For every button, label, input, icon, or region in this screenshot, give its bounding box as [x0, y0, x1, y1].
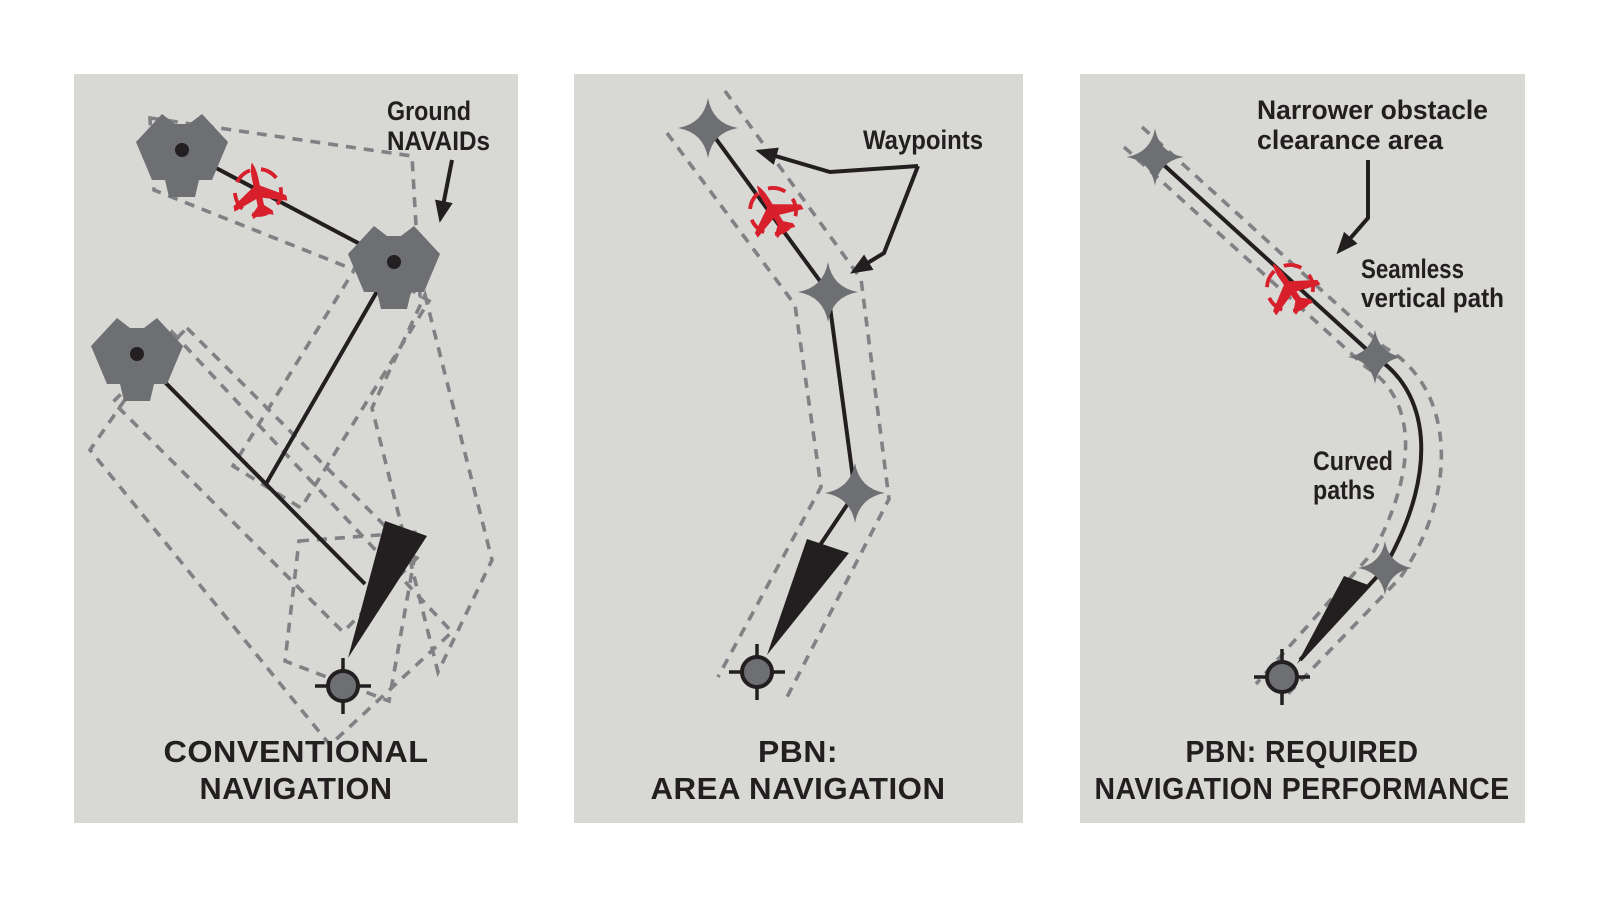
runway-wedge	[1297, 576, 1371, 664]
flight-path-line	[135, 352, 367, 586]
obstacle-clearance-area	[283, 530, 422, 704]
seamless-label-line1: Seamless	[1361, 254, 1464, 284]
title-line2: NAVIGATION PERFORMANCE	[1095, 771, 1510, 806]
corridor-dashed-line	[723, 89, 891, 700]
seamless-vertical-path-label: Seamless vertical path	[1361, 254, 1504, 313]
obstacle-clearance-area	[110, 325, 420, 635]
title-line2: AREA NAVIGATION	[651, 771, 946, 806]
ground-navaids-label-line1: Ground	[387, 96, 471, 126]
panel-background	[74, 74, 518, 823]
flight-path-line	[1153, 155, 1377, 359]
seamless-label-line2: vertical path	[1361, 283, 1504, 313]
obstacle-clearance-areas	[87, 115, 494, 748]
narrow-obstacle-clearance-corridor	[1122, 125, 1444, 700]
runway-wedge	[348, 521, 427, 658]
narrower-obstacle-label-line2: clearance area	[1257, 125, 1444, 155]
label-arrow	[1336, 160, 1370, 255]
ground-navaids-label-line2: NAVAIDs	[387, 126, 490, 156]
obstacle-clearance-area	[148, 115, 422, 299]
obstacle-clearance-corridor	[665, 89, 891, 700]
curved-label-line2: paths	[1313, 475, 1375, 505]
title-line1: PBN:	[758, 734, 838, 769]
panel-title: CONVENTIONAL NAVIGATION	[164, 734, 429, 806]
panel-conventional-navigation: Ground NAVAIDs CONVENTIONAL NAVIGATION	[74, 74, 518, 823]
corridor-dashed-line	[1140, 125, 1444, 700]
flight-path-line	[264, 261, 396, 485]
panel-pbn-area-navigation: Waypoints PBN: AREA NAVIGATION	[574, 74, 1023, 823]
title-line1: CONVENTIONAL	[164, 734, 429, 769]
label-arrow	[435, 159, 454, 223]
corridor-dashed-line	[665, 131, 823, 678]
waypoints-label-text: Waypoints	[863, 125, 983, 155]
panel-pbn-required-navigation-performance: Narrower obstacle clearance area Seamles…	[1080, 74, 1525, 823]
curved-label-line1: Curved	[1313, 446, 1393, 476]
label-arrow	[755, 147, 919, 175]
panel-title: PBN: AREA NAVIGATION	[651, 734, 946, 806]
ground-navaids-label: Ground NAVAIDs	[387, 96, 490, 223]
label-arrow	[850, 165, 920, 274]
title-line1: PBN: REQUIRED	[1186, 734, 1419, 769]
narrower-obstacle-label-line1: Narrower obstacle	[1257, 95, 1488, 125]
corridor-dashed-line	[1122, 145, 1408, 686]
panel-title: PBN: REQUIRED NAVIGATION PERFORMANCE	[1095, 734, 1510, 806]
title-line2: NAVIGATION	[200, 771, 393, 806]
waypoints-label: Waypoints	[755, 125, 983, 274]
panel-background	[574, 74, 1023, 823]
curved-path-line	[1373, 355, 1424, 564]
curved-paths-label: Curved paths	[1313, 446, 1393, 505]
obstacle-clearance-area	[87, 329, 455, 748]
runway-wedge	[767, 539, 849, 655]
obstacle-clearance-area	[370, 289, 494, 678]
narrower-obstacle-label: Narrower obstacle clearance area	[1257, 95, 1488, 255]
panel-background	[1080, 74, 1525, 823]
